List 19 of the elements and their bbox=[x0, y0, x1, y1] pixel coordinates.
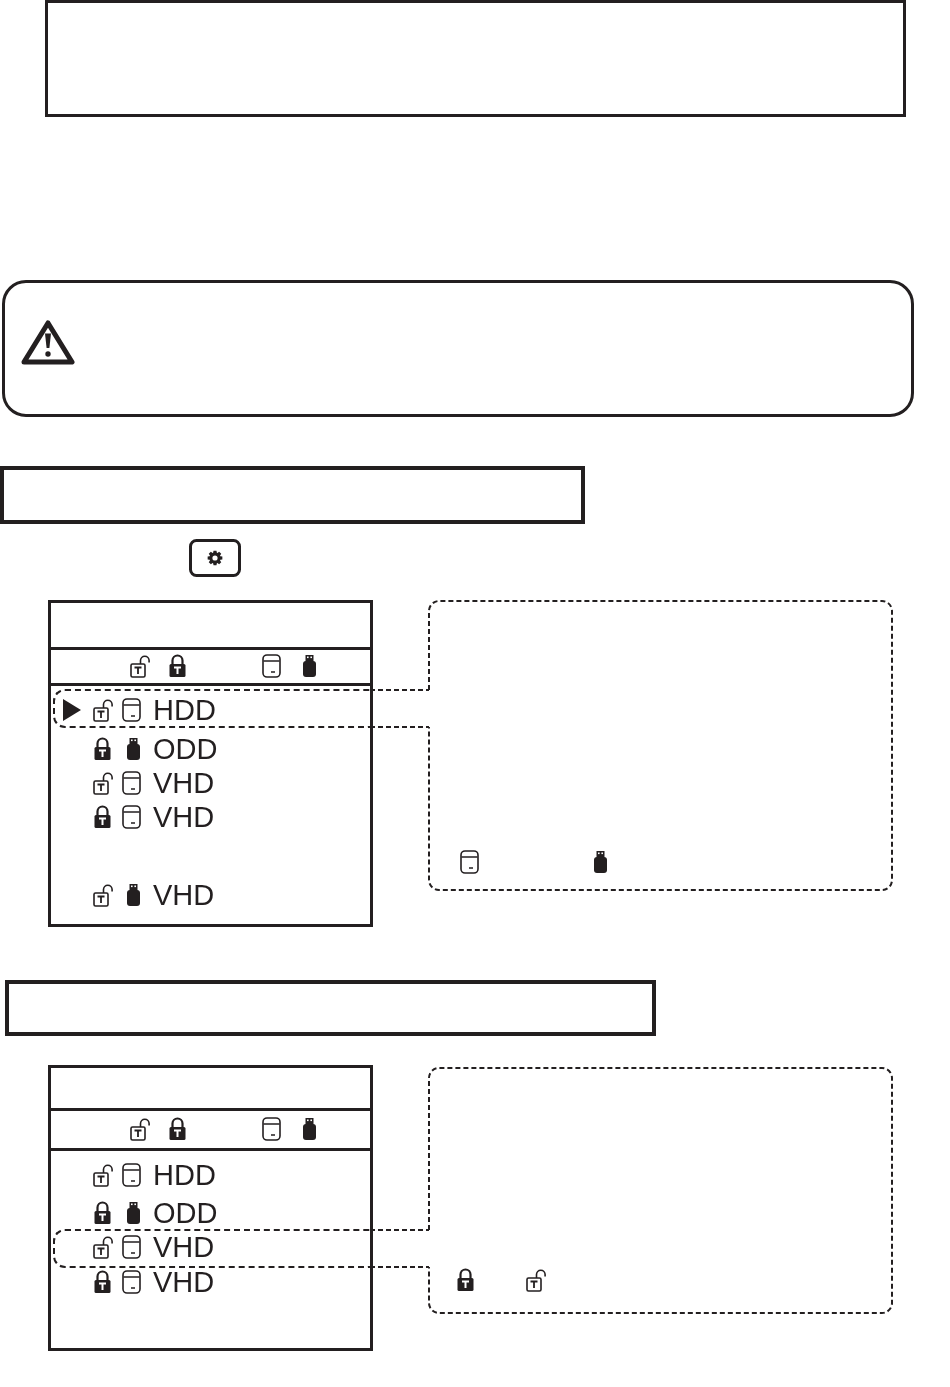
highlighted-row bbox=[53, 1229, 370, 1268]
callout-box bbox=[428, 1067, 893, 1314]
callout-box bbox=[428, 600, 893, 891]
menu-item-label: VHD bbox=[153, 769, 215, 798]
lcd-screen bbox=[48, 600, 373, 927]
menu-item-label: VHD bbox=[153, 803, 215, 832]
menu-item-label: HDD bbox=[153, 1161, 216, 1190]
menu-item-label: VHD bbox=[153, 1233, 215, 1262]
heading-bar bbox=[0, 466, 585, 524]
menu-item-label: VHD bbox=[153, 881, 215, 910]
menu-item-label: ODD bbox=[153, 735, 218, 764]
warning-panel bbox=[2, 280, 914, 417]
menu-item-label: ODD bbox=[153, 1199, 218, 1228]
menu-item-label: VHD bbox=[153, 1268, 215, 1297]
lcd-screen bbox=[48, 1065, 373, 1351]
outlined-box bbox=[45, 0, 906, 117]
heading-bar bbox=[5, 980, 656, 1036]
highlighted-row bbox=[53, 689, 370, 728]
menu-item-label: HDD bbox=[153, 696, 216, 725]
